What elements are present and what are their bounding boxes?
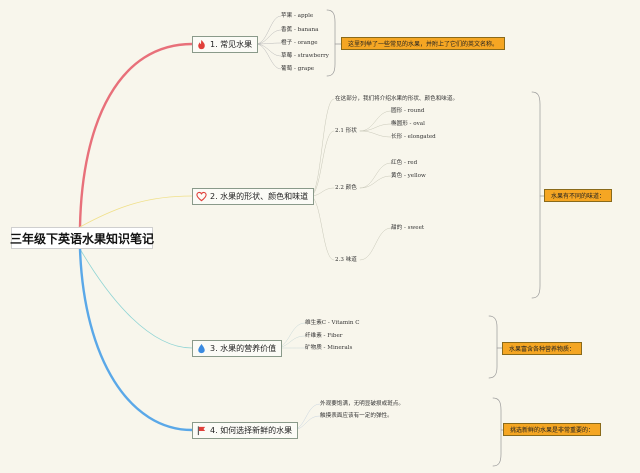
summary-bracket [326, 9, 336, 77]
branch-connector [78, 247, 194, 432]
summary-nutrition[interactable]: 水果富含各种营养物质： [502, 342, 583, 355]
summary-common-fruits[interactable]: 这里列举了一些常见的水果，并附上了它们的英文名称。 [341, 37, 506, 50]
leaf-banana[interactable]: 香蕉 - banana [281, 27, 319, 33]
root-topic[interactable]: 三年级下英语水果知识笔记 [10, 227, 155, 249]
flag-icon [196, 425, 207, 436]
leaf-yellow[interactable]: 黄色 - yellow [391, 173, 426, 179]
leaf-appearance[interactable]: 外观要饱满，无明显破损或斑点。 [320, 401, 404, 407]
leaf-strawberry[interactable]: 草莓 - strawberry [281, 53, 329, 59]
summary-taste[interactable]: 水果有不同的味道： [544, 189, 613, 202]
leaf-round[interactable]: 圆形 - round [391, 108, 425, 114]
leaf-fiber[interactable]: 纤维素 - Fiber [305, 333, 343, 339]
leaf-connector [359, 227, 392, 261]
leaf-orange[interactable]: 橙子 - orange [281, 40, 318, 46]
leaf-connector [359, 175, 392, 189]
leaf-connector [255, 15, 282, 45]
leaf-red[interactable]: 红色 - red [391, 160, 418, 166]
leaf-sweet[interactable]: 甜的 - sweet [391, 225, 425, 231]
drop-icon [196, 343, 207, 354]
summary-bracket [488, 315, 498, 379]
branch-connector [78, 42, 194, 229]
sub-topic-shape[interactable]: 2.1 形状 [335, 128, 357, 134]
leaf-connector [255, 43, 282, 57]
leaf-connector [359, 110, 392, 132]
leaf-connector [255, 43, 282, 70]
branch-connector [79, 195, 193, 228]
leaf-touch[interactable]: 触摸表面应该有一定的弹性。 [320, 413, 393, 419]
topic-label: 2. 水果的形状、颜色和味道 [210, 192, 309, 201]
summary-bracket [492, 397, 502, 467]
topic-choose-fresh[interactable]: 4. 如何选择新鲜的水果 [192, 422, 299, 439]
leaf-vitamin-c[interactable]: 维生素C - Vitamin C [305, 320, 360, 326]
summary-choose-fresh[interactable]: 挑选新鲜的水果是非常重要的： [503, 423, 602, 436]
leaf-grape[interactable]: 葡萄 - grape [281, 66, 315, 72]
leaf-apple[interactable]: 苹果 - apple [281, 13, 314, 19]
leaf-connector [309, 195, 335, 261]
topic-label: 1. 常见水果 [210, 40, 253, 49]
sub-topic-color[interactable]: 2.2 颜色 [335, 185, 357, 191]
fire-icon [196, 39, 207, 50]
topic-label: 4. 如何选择新鲜的水果 [210, 426, 293, 435]
leaf-elongated[interactable]: 长形 - elongated [391, 134, 436, 140]
heart-icon [196, 191, 207, 202]
branch-connector [79, 248, 193, 349]
leaf-minerals[interactable]: 矿物质 - Minerals [305, 345, 353, 351]
topic-nutrition[interactable]: 3. 水果的营养价值 [192, 340, 283, 357]
leaf-connector [359, 123, 392, 132]
leaf-connector [359, 162, 392, 189]
leaf-connector [255, 29, 282, 45]
leaf-connector [359, 130, 392, 138]
topic-label: 3. 水果的营养价值 [210, 344, 277, 353]
leaf-connector [255, 42, 282, 45]
summary-bracket [531, 91, 541, 299]
intro-text[interactable]: 在这部分，我们将介绍水果的形状、颜色和味道。 [335, 96, 459, 102]
topic-shape-color-taste[interactable]: 2. 水果的形状、颜色和味道 [192, 188, 315, 205]
topic-common-fruits[interactable]: 1. 常见水果 [192, 36, 259, 53]
leaf-connector [309, 98, 335, 197]
root-title: 三年级下英语水果知识笔记 [10, 231, 155, 246]
leaf-connector [309, 130, 335, 197]
leaf-oval[interactable]: 椭圆形 - oval [391, 121, 425, 127]
sub-topic-taste[interactable]: 2.3 味道 [335, 257, 357, 263]
